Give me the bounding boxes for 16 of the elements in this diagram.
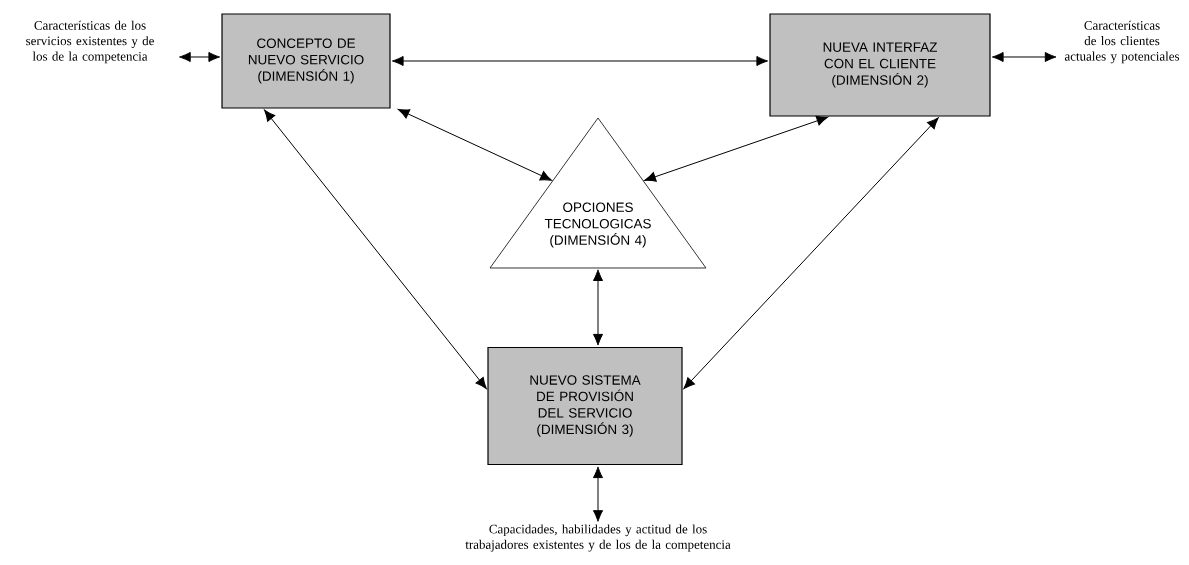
arrow: [592, 466, 604, 522]
arrow: [264, 109, 487, 390]
process-box: CONCEPTO DE NUEVO SERVICIO (DIMENSIÓN 1): [221, 13, 391, 109]
arrow: [644, 115, 829, 182]
arrow: [592, 269, 604, 346]
arrow: [391, 55, 769, 67]
triangle-node: OPCIONES TECNOLOGICAS (DIMENSIÓN 4): [489, 117, 707, 269]
arrow: [683, 117, 939, 390]
process-box: NUEVO SISTEMA DE PROVISIÓN DEL SERVICIO (DIMENSIÓN 3): [487, 346, 683, 466]
arrow: [397, 108, 552, 181]
note-text: Capacidades, habilidades y actitud de los trabajadores existentes y de los de la competencia: [465, 524, 731, 552]
arrow: [991, 51, 1057, 63]
note-text: Características de los servicios existentes y de los de la competencia: [26, 20, 154, 64]
arrow: [179, 51, 221, 63]
note-text: Características de los clientes actuales y potenciales: [1064, 20, 1180, 64]
process-box: NUEVA INTERFAZ CON EL CLIENTE (DIMENSIÓN 2): [769, 13, 991, 117]
